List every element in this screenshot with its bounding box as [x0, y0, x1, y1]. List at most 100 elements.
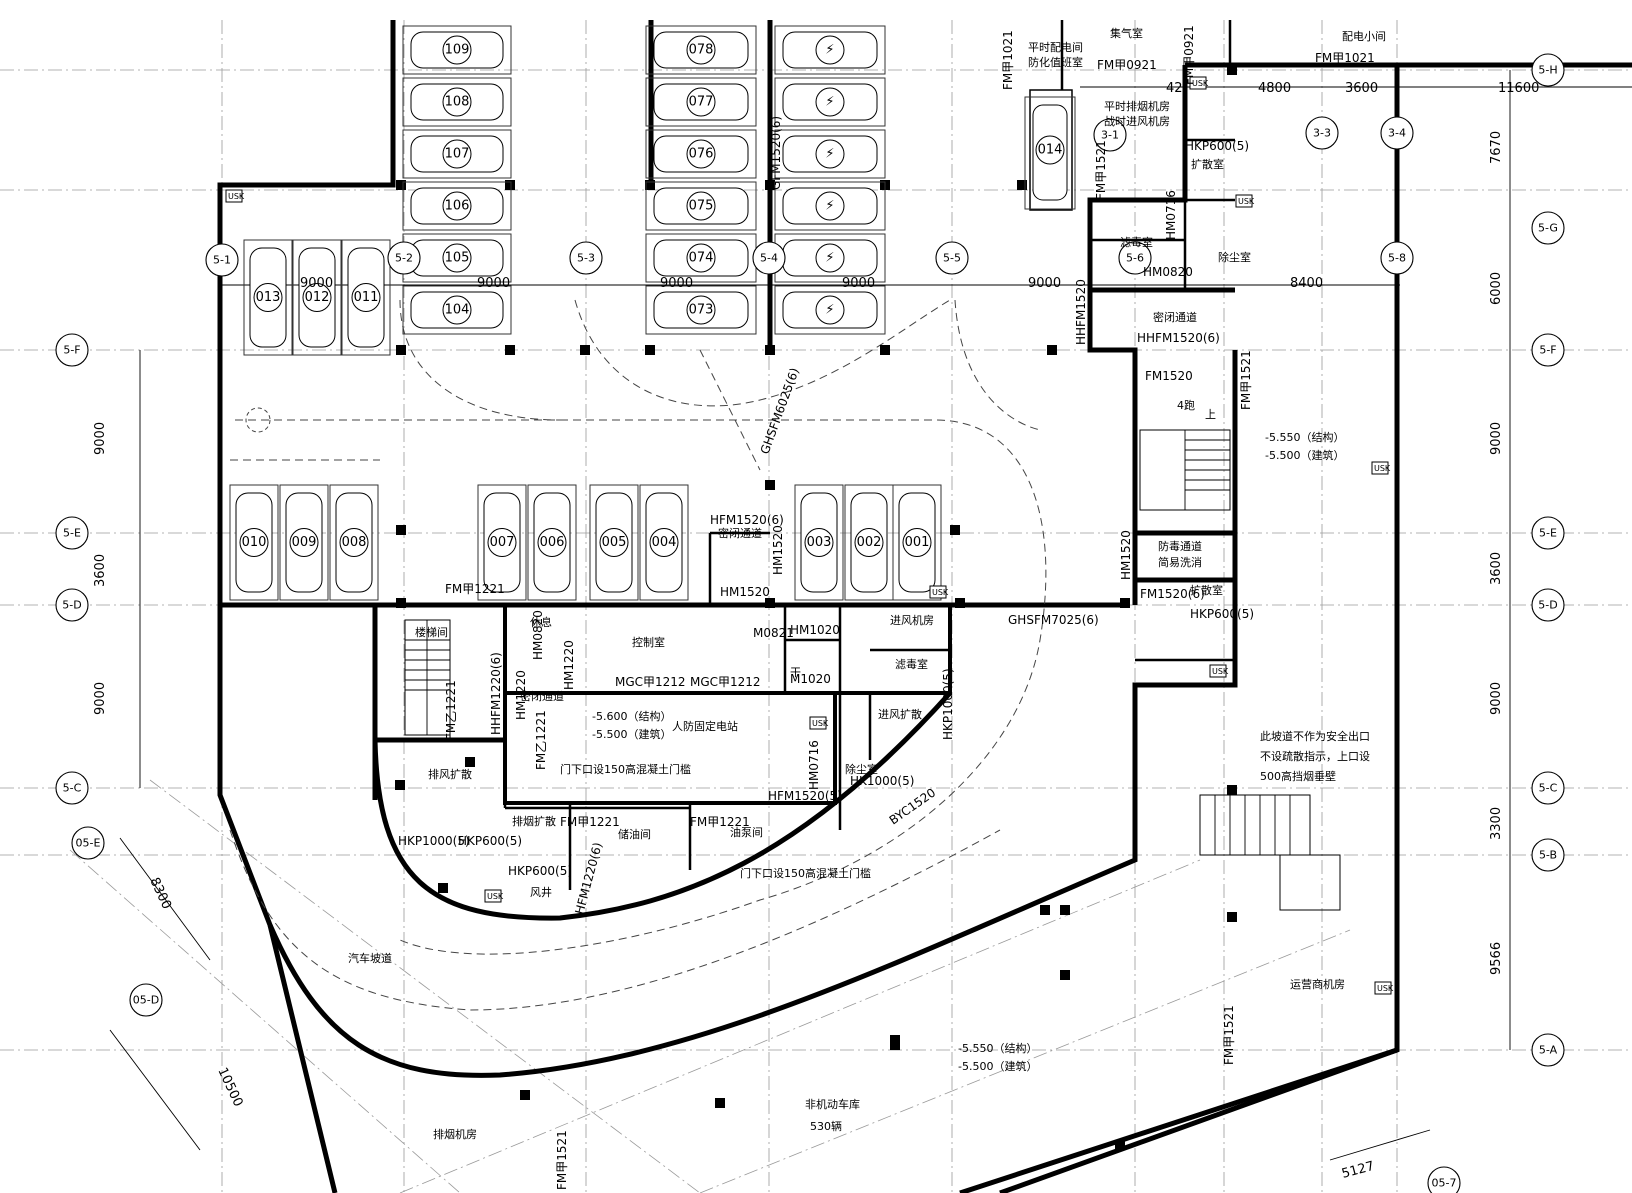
svg-text:3-3: 3-3 — [1313, 127, 1331, 140]
parking-space: 010 — [229, 484, 279, 601]
grid-bubble-5-B: 5-B — [1531, 838, 1565, 872]
svg-text:5-B: 5-B — [1539, 849, 1557, 862]
door-tags: FM甲1221 MGC甲1212 MGC甲1212 M0821 HM1020 M… — [398, 25, 1375, 1190]
car-label: ⚡ — [825, 43, 834, 58]
car-label: 013 — [256, 290, 281, 305]
label-door-sill-b: 门下口设150高混凝土门槛 — [740, 866, 871, 880]
label-sealed-passage-c: 密闭通道 — [1153, 310, 1197, 324]
door-tag: HFM1520(5) — [768, 789, 842, 803]
door-tag: FM甲1221 — [445, 582, 505, 596]
label-bike-garage-a: 非机动车库 — [805, 1097, 860, 1111]
door-tag: FM甲1221 — [690, 815, 750, 829]
parking-space: 007 — [477, 484, 527, 601]
svg-text:USK: USK — [1212, 667, 1229, 676]
door-tag: HKP600(5) — [1185, 139, 1249, 153]
grid-bubble-5-C-right: 5-C — [1531, 771, 1565, 805]
parking-small-014: 014 — [1024, 96, 1076, 210]
parking-space: ⚡ — [774, 233, 886, 283]
door-tag: HM0716 — [1164, 190, 1178, 240]
label-level-right-b: -5.500（建筑） — [1265, 448, 1344, 462]
car-label: ⚡ — [825, 95, 834, 110]
svg-text:5-4: 5-4 — [760, 252, 778, 265]
label-control-room: 控制室 — [632, 635, 665, 649]
door-tag: HHFM1520 — [1074, 279, 1088, 345]
door-tag: HKP1000(5) — [398, 834, 470, 848]
car-label: 006 — [540, 535, 565, 550]
label-gas-room: 集气室 — [1110, 26, 1143, 40]
label-dust-room-b: 除尘室 — [1218, 250, 1251, 264]
label-operator-room: 运营商机房 — [1290, 977, 1345, 991]
label-smoke-fan-top-a: 平时排烟机房 — [1104, 99, 1170, 113]
car-label: 001 — [905, 535, 930, 550]
parking-space: 003 — [794, 484, 844, 601]
door-tag: HM0820 — [1143, 265, 1193, 279]
parking-space: ⚡ — [774, 25, 886, 75]
parking-space: 074 — [645, 233, 757, 283]
svg-text:5-5: 5-5 — [943, 252, 961, 265]
grid-bubble-5-6: 5-6 — [1118, 241, 1152, 275]
door-tag: BYC1520 — [887, 785, 939, 827]
door-tag: FM1520 — [1145, 369, 1193, 383]
stair-left — [404, 619, 451, 736]
label-smoke-fan-top-b: 战时进风机房 — [1104, 114, 1170, 128]
parking-space: ⚡ — [774, 129, 886, 179]
label-up: 上 — [1205, 408, 1216, 421]
label-expand-room-a: 扩散室 — [1191, 157, 1224, 171]
label-power-room-top: 平时配电间 — [1028, 41, 1083, 54]
grid-bubble-5-G: 5-G — [1531, 211, 1565, 245]
parking-space: 078 — [645, 25, 757, 75]
dim-8400: 8400 — [1290, 276, 1323, 291]
parking-space: 107 — [402, 129, 512, 179]
car-label: 073 — [689, 303, 714, 318]
label-oil-storage: 储油间 — [618, 827, 651, 841]
door-tag: GFM1520(6) — [769, 116, 783, 190]
main-walls — [217, 20, 1632, 1193]
grid-bubble-3-3: 3-3 — [1305, 116, 1339, 150]
label-smoke-expand: 排烟扩散 — [512, 814, 556, 828]
svg-text:USK: USK — [1374, 464, 1391, 473]
car-label: 105 — [445, 251, 470, 266]
svg-text:5-E: 5-E — [63, 527, 81, 540]
grid-bubble-5-3: 5-3 — [569, 241, 603, 275]
grid-bubble-5-8: 5-8 — [1380, 241, 1414, 275]
door-tag: HM1220 — [562, 640, 576, 690]
grid-bubble-3-1: 3-1 — [1093, 118, 1127, 152]
grid-bubble-5-D-left: 5-D — [55, 588, 89, 622]
svg-text:5-F: 5-F — [63, 344, 80, 357]
grid-bubble-3-4: 3-4 — [1380, 116, 1414, 150]
label-filter-room: 滤毒室 — [1120, 235, 1153, 249]
label-level-bottom-a: -5.550（结构） — [958, 1041, 1037, 1055]
label-exhaust-expand: 排风扩散 — [428, 767, 472, 781]
label-level-bottom-b: -5.500（建筑） — [958, 1059, 1037, 1073]
grid-bubble-5-H: 5-H — [1531, 53, 1565, 87]
car-label: 012 — [305, 290, 330, 305]
door-tag: HKP600(5) — [1190, 607, 1254, 621]
door-tag: HKP600(5) — [458, 834, 522, 848]
dimension-lines — [109, 70, 1632, 1161]
svg-text:5-D: 5-D — [62, 599, 81, 612]
label-bike-garage-b: 530辆 — [810, 1119, 842, 1133]
grid-bubble-5-2: 5-2 — [387, 241, 421, 275]
svg-text:5-F: 5-F — [1539, 344, 1556, 357]
dim-9000: 9000 — [660, 276, 693, 291]
svg-text:3-1: 3-1 — [1101, 129, 1119, 142]
label-power-station: 人防固定电站 — [672, 719, 738, 733]
door-tag: HK1000(5) — [850, 774, 914, 788]
door-tag: HKP1000(5) — [941, 668, 955, 740]
svg-text:3-4: 3-4 — [1388, 127, 1406, 140]
car-label: 108 — [445, 95, 470, 110]
dim-left-3600: 3600 — [93, 554, 108, 587]
car-label: 106 — [445, 199, 470, 214]
label-rest: 休息 — [530, 615, 552, 629]
label-dust-room: 除尘室 — [845, 762, 878, 776]
door-tag: HHFM1220(6) — [489, 652, 503, 735]
grid-bubble-5-E-left: 5-E — [55, 516, 89, 550]
label-ramp-note-b: 不设疏散指示，上口设 — [1260, 749, 1370, 763]
label-dry: 干 — [790, 666, 801, 679]
car-label: 075 — [689, 199, 714, 214]
label-sealed-passage-b: 密闭通道 — [520, 689, 564, 703]
door-tag: MGC甲1212 — [615, 675, 686, 689]
door-tag: HFM1220(6) — [572, 841, 605, 916]
